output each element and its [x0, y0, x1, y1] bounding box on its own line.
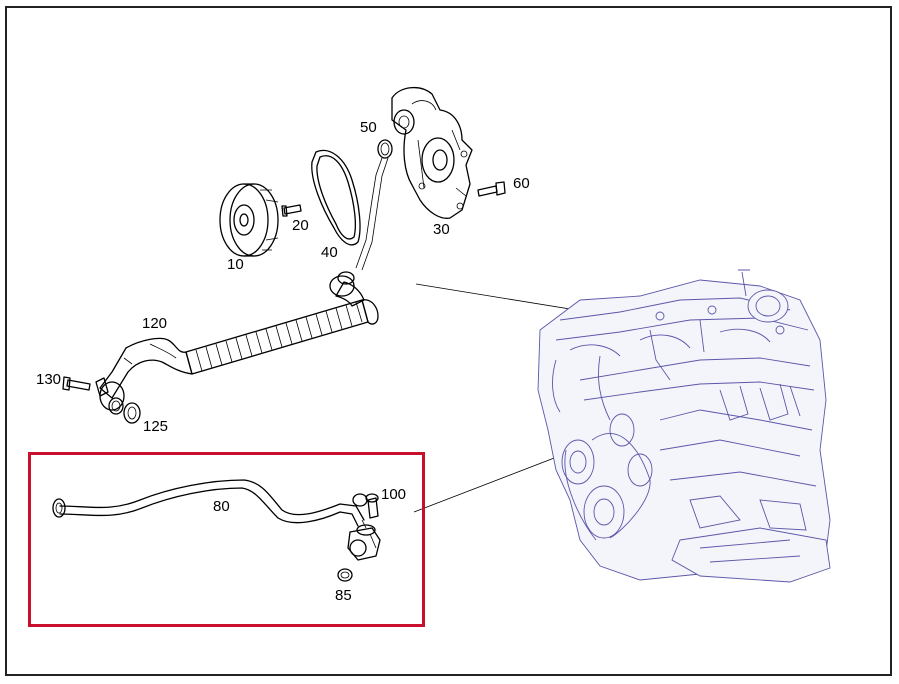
engine-block-illustration — [537, 269, 831, 583]
callout-50: 50 — [360, 119, 377, 136]
part-85-o-ring[interactable] — [337, 568, 353, 582]
part-130-bolt[interactable] — [62, 376, 91, 391]
hose-corrugation — [195, 301, 363, 372]
callout-130: 130 — [36, 371, 62, 388]
callout-100: 100 — [381, 486, 407, 503]
callout-120: 120 — [142, 315, 168, 332]
callout-85: 85 — [335, 587, 352, 604]
part-40-belt[interactable] — [311, 149, 361, 246]
part-60-bolt[interactable] — [477, 181, 506, 197]
part-120-hose[interactable] — [95, 271, 379, 415]
callout-20: 20 — [292, 217, 309, 234]
callout-30: 30 — [433, 221, 450, 238]
highlight-box — [28, 452, 425, 627]
part-20-bolt[interactable] — [281, 204, 302, 217]
callout-60: 60 — [513, 175, 530, 192]
part-125-seal-ring[interactable] — [123, 402, 141, 424]
part-50-o-ring[interactable] — [377, 139, 393, 159]
callout-125: 125 — [143, 418, 169, 435]
part-10-pulley[interactable] — [219, 183, 279, 257]
callout-80: 80 — [213, 498, 230, 515]
callout-10: 10 — [227, 256, 244, 273]
callout-40: 40 — [321, 244, 338, 261]
part-100-bolt[interactable] — [365, 493, 379, 519]
part-30-housing[interactable] — [391, 87, 473, 219]
part-80-vent-line[interactable] — [52, 479, 381, 561]
